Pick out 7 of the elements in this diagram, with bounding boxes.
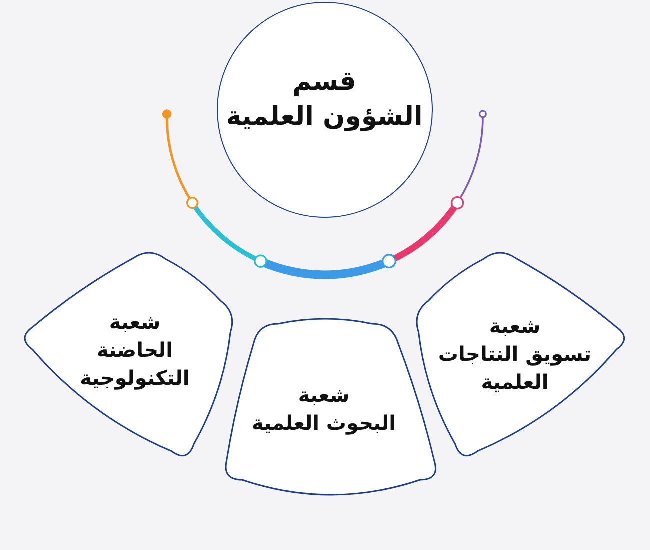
rounded-box: [224, 318, 436, 496]
division-title: شعبة الحاضنة التكنولوجية: [80, 308, 190, 392]
rounded-box: [24, 252, 234, 457]
department-title: قسم الشؤون العلمية: [226, 66, 423, 134]
division-title: شعبة تسويق النتاجات العلمية: [438, 312, 592, 396]
division-title: شعبة البحوث العلمية: [252, 382, 396, 437]
rounded-box: [416, 252, 626, 457]
